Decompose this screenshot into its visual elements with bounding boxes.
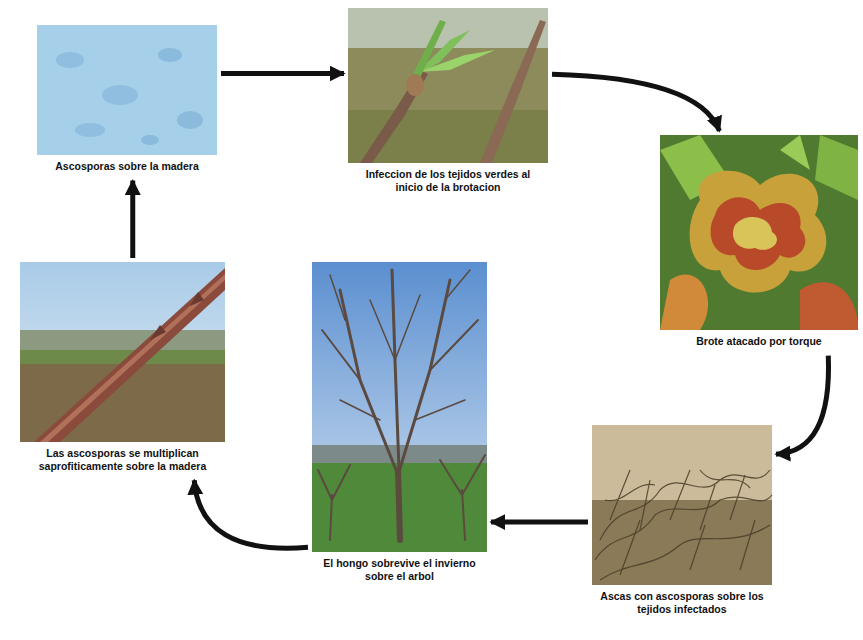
cycle-arrow: [491, 520, 588, 525]
stage-panel: Infeccion de los tejidos verdes al inici…: [348, 8, 548, 197]
micro-photo: [37, 25, 217, 155]
curl-photo: [660, 135, 858, 330]
asci-photo: [592, 425, 772, 585]
cycle-arrow: [130, 181, 135, 258]
stage-panel: Ascas con ascosporas sobre los tejidos i…: [592, 425, 772, 619]
stage-caption: Infeccion de los tejidos verdes al inici…: [348, 168, 548, 193]
stage-caption: El hongo sobrevive el invierno sobre el …: [312, 557, 487, 582]
winter-tree-photo: [312, 262, 487, 552]
bud-photo: [348, 8, 548, 163]
stage-panel: Las ascosporas se multiplican saprofitic…: [20, 262, 225, 476]
cycle-arrow: [776, 356, 829, 455]
stage-panel: Ascosporas sobre la madera: [37, 25, 217, 177]
stage-caption: Las ascosporas se multiplican saprofitic…: [20, 447, 225, 472]
stage-panel: Brote atacado por torque: [660, 135, 858, 352]
stage-caption: Ascosporas sobre la madera: [37, 160, 217, 173]
stage-panel: El hongo sobrevive el invierno sobre el …: [312, 262, 487, 586]
stage-caption: Brote atacado por torque: [660, 335, 858, 348]
cycle-arrow: [194, 480, 308, 548]
stage-caption: Ascas con ascosporas sobre los tejidos i…: [592, 590, 772, 615]
cycle-arrow: [552, 74, 719, 131]
cycle-arrow: [221, 71, 344, 76]
branch-photo: [20, 262, 225, 442]
